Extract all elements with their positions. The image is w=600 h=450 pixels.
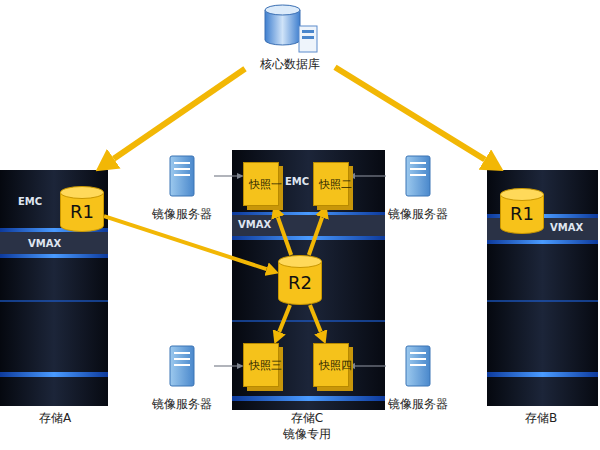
server-icon [406, 346, 430, 386]
server-slot [174, 364, 190, 366]
node-text: 镜像专用 [283, 426, 331, 442]
node-text: 快照一 [249, 178, 273, 191]
server-box [299, 26, 317, 52]
server-slot [410, 174, 426, 176]
access-arrow [355, 365, 386, 366]
server-slot [174, 174, 190, 176]
volume-cylinder: R2 [278, 255, 322, 305]
storage-node: 存储B R1 [487, 170, 595, 426]
server-slot [302, 36, 314, 39]
node-text: 存储A [39, 410, 71, 426]
node-text: 镜像服务器 [388, 396, 448, 412]
brand-label: EMC [285, 176, 309, 188]
server-slot [302, 30, 314, 33]
node-text: R1 [70, 202, 94, 222]
cabinet-glow [232, 320, 385, 322]
cylinder-top [61, 187, 104, 199]
server-icon [170, 156, 194, 196]
storage-node: 存储C镜像专用 快照一 快照二 R2 快照三 快照四 [232, 150, 382, 442]
database-icon [265, 5, 317, 52]
node-text: 镜像服务器 [152, 206, 212, 222]
server-slot [410, 162, 426, 164]
access-arrow [355, 175, 386, 176]
server-node: 镜像服务器 [150, 152, 214, 224]
node-text: 存储B [525, 410, 557, 426]
replication-arrow [335, 67, 485, 159]
storage-cabinet [232, 150, 385, 410]
node-text: 快照二 [319, 178, 343, 191]
cabinet-glow [232, 396, 385, 401]
replication-arrow [279, 305, 290, 332]
node-text: 核心数据库 [260, 56, 320, 72]
cylinder-top [501, 189, 544, 201]
brand-label: VMAX [238, 219, 271, 231]
replication-arrow [310, 305, 321, 332]
brand-label: VMAX [550, 222, 583, 234]
storage-cabinet [487, 170, 598, 406]
storage-node: 存储A R1 [2, 170, 108, 426]
cabinet-panel [0, 232, 108, 254]
server-node: 镜像服务器 [150, 342, 214, 414]
snapshot-box: 快照三 [243, 343, 279, 387]
database-node: 核心数据库 [245, 2, 335, 74]
server-body [170, 156, 194, 196]
server-node: 镜像服务器 [386, 152, 450, 224]
cylinder-top [279, 256, 322, 268]
node-text: 快照三 [249, 359, 273, 372]
cabinet-glow [487, 372, 598, 377]
server-slot [174, 162, 190, 164]
volume-cylinder: R1 [60, 186, 104, 232]
cabinet-body [0, 170, 108, 406]
database-top [265, 5, 300, 15]
node-text: R2 [288, 273, 312, 293]
cabinet-glow [0, 372, 108, 377]
snapshot-box: 快照四 [313, 343, 349, 387]
cabinet-body [487, 170, 598, 406]
snapshot-box: 快照二 [313, 162, 349, 206]
server-icon [406, 156, 430, 196]
server-body [406, 346, 430, 386]
cabinet-body [232, 150, 385, 410]
brand-label: VMAX [28, 238, 61, 250]
snapshot-box: 快照一 [243, 162, 279, 206]
access-arrow [214, 175, 237, 176]
server-slot [174, 168, 190, 170]
cabinet-glow [232, 212, 385, 215]
server-body [406, 156, 430, 196]
cabinet-glow [232, 236, 385, 240]
cabinet-glow [0, 300, 108, 302]
server-slot [174, 352, 190, 354]
storage-cabinet [0, 170, 108, 406]
node-text: 镜像服务器 [152, 396, 212, 412]
server-slot [410, 352, 426, 354]
node-text: 快照四 [319, 359, 343, 372]
brand-label: EMC [18, 196, 42, 208]
cabinet-glow [487, 300, 598, 302]
server-slot [410, 358, 426, 360]
server-icon [170, 346, 194, 386]
replication-arrow [114, 69, 245, 159]
server-slot [410, 364, 426, 366]
cabinet-glow [487, 240, 598, 244]
node-text: 存储C [291, 410, 323, 426]
server-node: 镜像服务器 [386, 342, 450, 414]
replication-arrow [278, 217, 291, 255]
server-slot [410, 168, 426, 170]
node-text: 镜像服务器 [388, 206, 448, 222]
access-arrow [214, 365, 237, 366]
server-slot [174, 358, 190, 360]
node-text: R1 [510, 204, 534, 224]
volume-cylinder: R1 [500, 188, 544, 234]
replication-arrow [309, 217, 322, 255]
server-body [170, 346, 194, 386]
cabinet-glow [0, 254, 108, 258]
cabinet-panel [232, 215, 385, 236]
